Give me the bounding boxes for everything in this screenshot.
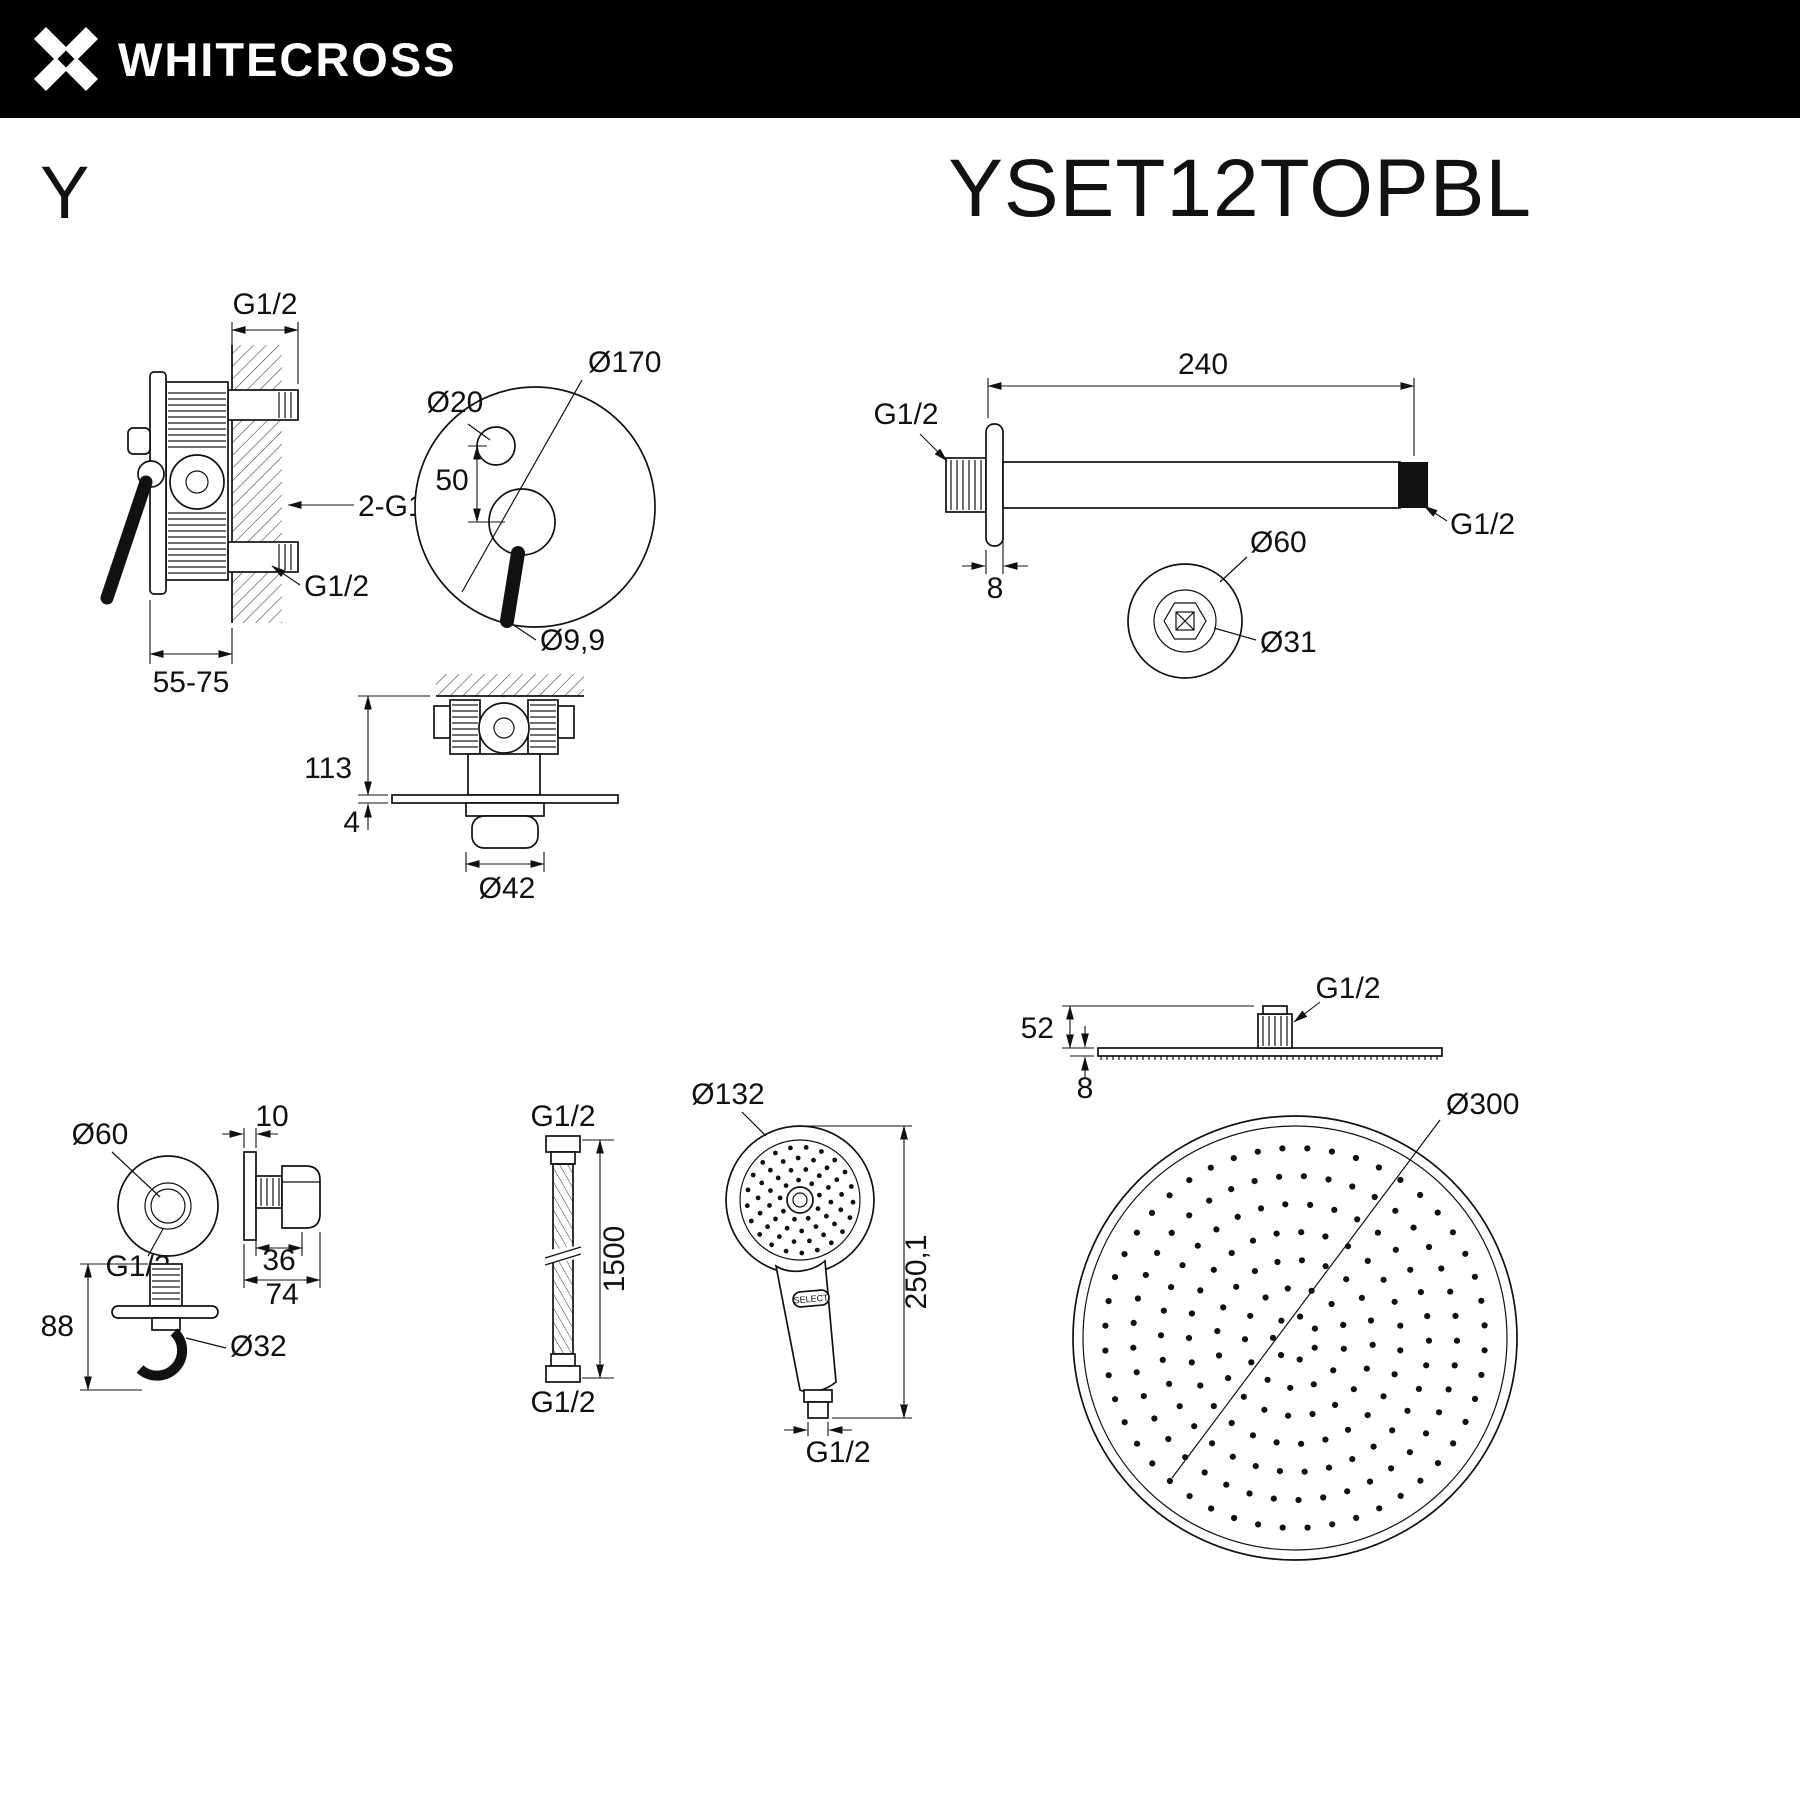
hand-shower-spray-dots [744,1145,856,1256]
dim-plate-thickness: 4 [343,806,360,839]
shower-hose-drawing: G1/2 G1/2 1500 [530,1100,631,1419]
series-title: Y [40,151,90,234]
mixer-side-view-drawing: G1/2 2-G1/2 G1/2 55-75 [100,288,450,699]
dim-rain-plate-thickness: 8 [1077,1072,1094,1105]
lever-handle [500,546,525,628]
dim-arm-length: 240 [1178,348,1228,381]
cover-plate [391,794,619,804]
shower-arm-drawing: 240 G1/2 8 G1/2 [873,348,1515,605]
dim-hand-shower-thread: G1/2 [805,1436,870,1469]
dim-mixer-thread-top: G1/2 [232,288,297,321]
brand-name: WHITECROSS [118,32,457,86]
dim-hand-shower-length: 250,1 [900,1234,933,1309]
rain-shower-face-view-drawing: Ø300 [1072,1088,1519,1561]
dim-flange-thickness: 8 [987,572,1004,605]
dim-arm-thread-left: G1/2 [873,398,938,431]
hand-shower-handle [774,1259,837,1393]
valve-box-view-drawing: 113 4 Ø42 [304,674,619,905]
arm-flange-detail-drawing: Ø60 Ø31 [1127,526,1317,679]
dim-hose-length: 1500 [598,1226,631,1293]
dim-hose-thread-top: G1/2 [530,1100,595,1133]
dim-button-diameter: Ø20 [427,386,484,419]
dim-holder-total-depth: 74 [265,1278,298,1311]
rain-shower-plate [1097,1047,1443,1057]
dim-mixer-thread-bottom: G1/2 [304,570,369,603]
rain-shower-face [1072,1115,1518,1561]
dim-rain-height: 52 [1021,1012,1054,1045]
select-button-label: SELECT [793,1292,829,1305]
dim-valve-depth: 113 [304,752,352,785]
mixer-lever [100,475,153,605]
whitecross-logo-icon [33,26,99,92]
dim-rain-thread: G1/2 [1315,972,1380,1005]
wall-hatch [232,345,282,623]
dim-lever-diameter: Ø9,9 [540,624,605,657]
dim-arm-thread-right: G1/2 [1450,508,1515,541]
dim-hose-thread-bottom: G1/2 [530,1386,595,1419]
dim-mixer-depth-range: 55-75 [153,666,230,699]
dim-tube-diameter: Ø31 [1260,626,1317,659]
mixer-front-view-drawing: Ø170 Ø20 50 Ø9,9 [414,346,661,657]
dim-rosette-diameter: Ø60 [72,1118,129,1151]
dim-holder-depth: 36 [262,1244,295,1277]
arm-tube [1002,461,1401,509]
hand-shower-drawing: SELECT Ø132 250,1 G1/2 [691,1078,933,1469]
rain-shower-spray-dots [1102,1145,1488,1531]
dim-holder-plate: 10 [255,1100,288,1133]
dim-flange-diameter: Ø60 [1250,526,1307,559]
brand-header: WHITECROSS [0,0,1800,118]
dim-outlet-height: 88 [41,1310,74,1343]
dim-collar-diameter: Ø42 [479,872,536,905]
model-number: YSET12TOPBL [948,143,1532,234]
dim-rain-diameter: Ø300 [1446,1088,1519,1121]
dim-hook-diameter: Ø32 [230,1330,287,1363]
arm-flange [985,423,1004,547]
rain-shower-side-view-drawing: G1/2 52 8 [1021,972,1443,1105]
dim-plate-diameter: Ø170 [588,346,661,379]
dim-button-offset: 50 [435,464,468,497]
wall-outlet-drawing: Ø60 G1/2 10 36 74 88 Ø32 [41,1100,321,1391]
dim-head-diameter: Ø132 [691,1078,764,1111]
